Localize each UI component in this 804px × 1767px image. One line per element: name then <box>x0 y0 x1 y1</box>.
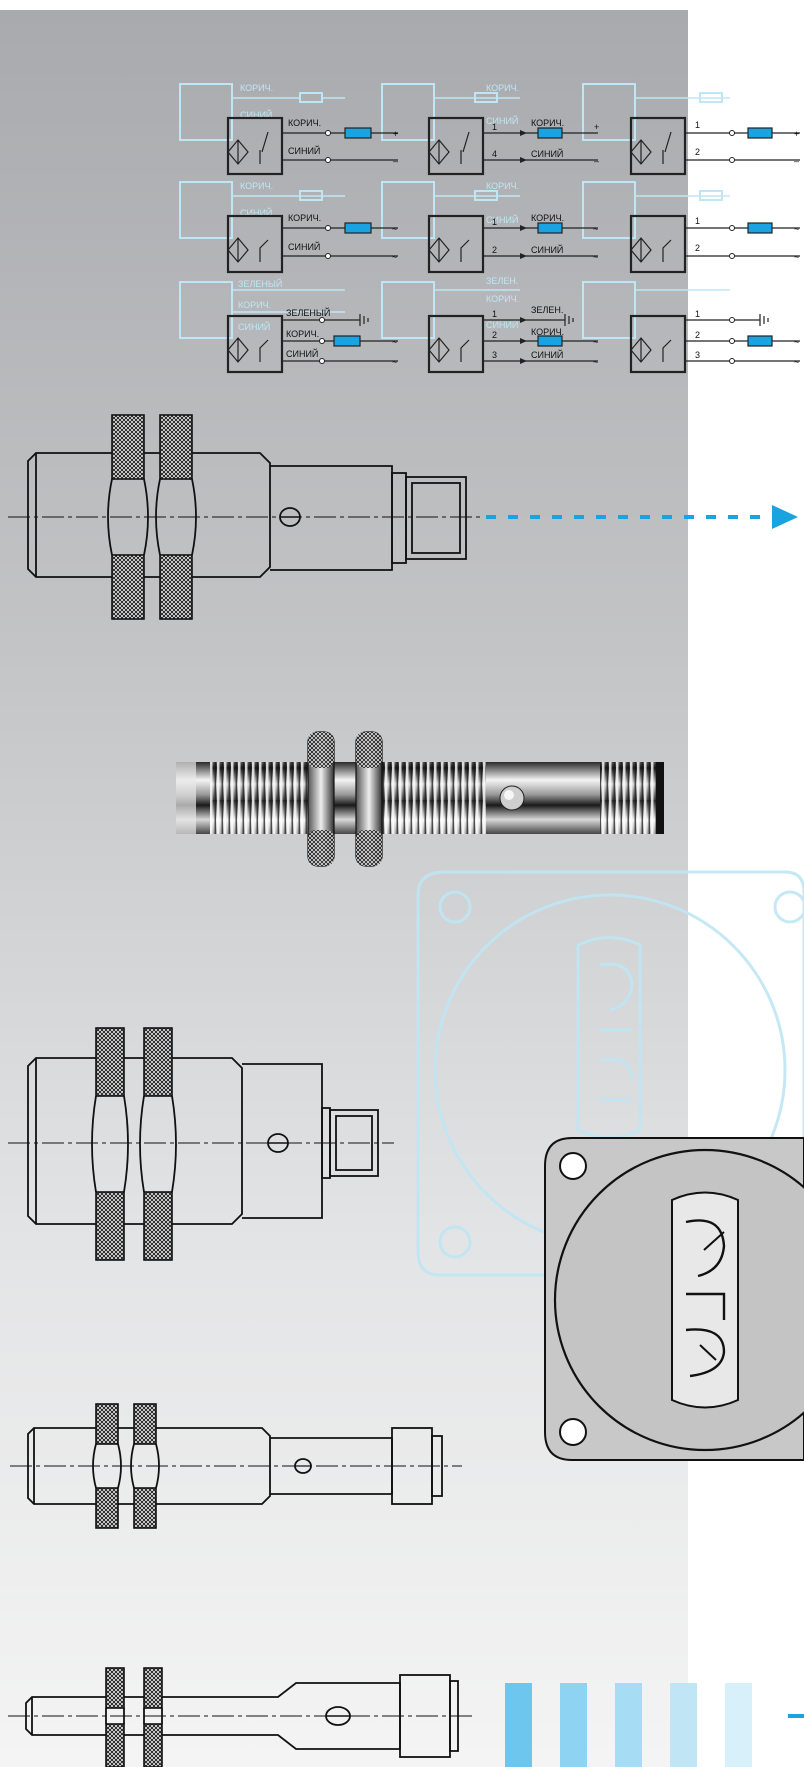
wire-label: СИНИЙ <box>531 244 563 255</box>
ghost-row-2: КОРИЧ. СИНИЙ КОРИЧ. СИНИЙ <box>179 181 730 239</box>
sensor-drawing-4 <box>8 1667 474 1767</box>
ghost-label: КОРИЧ. <box>486 294 519 304</box>
sign-label: + <box>594 122 599 132</box>
wire-label: КОРИЧ. <box>531 213 564 223</box>
ground-icon <box>359 314 369 326</box>
teko-logo-plate <box>544 1137 804 1461</box>
sensor-block <box>427 116 485 176</box>
sign-label: ~ <box>593 357 598 367</box>
ghost-label: КОРИЧ. <box>238 300 271 310</box>
sensor-block <box>226 116 284 176</box>
ghost-row-3: ЗЕЛЕНЫЙ КОРИЧ. СИНИЙ ЗЕЛЕН. КОРИЧ. СИНИЙ <box>179 276 730 339</box>
sign-label: ~ <box>593 252 598 262</box>
wire-label: КОРИЧ. <box>288 118 321 128</box>
sign-label: ~ <box>593 337 598 347</box>
pin-number: 1 <box>695 309 700 319</box>
teko-logo-icon <box>685 1219 726 1378</box>
proximity-sensor-icon <box>227 139 249 165</box>
sign-label: + <box>393 129 398 139</box>
load-resistor <box>344 127 372 139</box>
pin-number: 2 <box>492 245 497 255</box>
ghost-label: СИНИЙ <box>238 321 270 332</box>
wire-label: СИНИЙ <box>286 348 318 359</box>
sign-label: – <box>594 156 599 166</box>
wire-label: СИНИЙ <box>288 145 320 156</box>
pin-number: 2 <box>695 330 700 340</box>
sign-label: ~ <box>593 224 598 234</box>
wiring-diagrams: КОРИЧ. СИНИЙ КОРИЧ. СИНИЙ КОРИЧ. СИНИЙ К… <box>179 83 800 374</box>
ghost-label: КОРИЧ. <box>486 181 519 191</box>
sensor-drawing-3 <box>10 1403 462 1529</box>
pin-number: 3 <box>492 350 497 360</box>
wire-label: ЗЕЛЕН. <box>531 305 563 315</box>
sensor-block <box>629 116 687 176</box>
ghost-label: ЗЕЛЕН. <box>486 276 518 286</box>
ghost-label: СИНИЙ <box>240 207 272 218</box>
wire-label: ЗЕЛЕНЫЙ <box>286 307 330 318</box>
wire-label: СИНИЙ <box>288 241 320 252</box>
ghost-label: СИНИЙ <box>486 214 518 225</box>
sign-label: ~ <box>794 337 799 347</box>
wire-label: КОРИЧ. <box>531 118 564 128</box>
ghost-label: КОРИЧ. <box>240 181 273 191</box>
sign-label: ~ <box>392 252 397 262</box>
pin-number: 1 <box>492 309 497 319</box>
wiring-row-1: КОРИЧ. СИНИЙ + – 1 4 КОРИЧ. СИНИЙ + – <box>226 116 800 176</box>
sign-label: ~ <box>794 357 799 367</box>
sensor-drawing-1 <box>8 414 798 620</box>
blue-fade-bars <box>505 1683 804 1767</box>
wire-label: СИНИЙ <box>531 349 563 360</box>
sign-label: – <box>393 156 398 166</box>
ghost-row-1: КОРИЧ. СИНИЙ КОРИЧ. СИНИЙ <box>179 83 730 141</box>
pin-number: 1 <box>492 122 497 132</box>
wire-label: КОРИЧ. <box>286 329 319 339</box>
sign-label: ~ <box>392 357 397 367</box>
wiring-row-3: ЗЕЛЕНЫЙ КОРИЧ. СИНИЙ ~ ~ 1 2 3 ЗЕЛЕН. КО… <box>226 305 800 374</box>
wire-label: СИНИЙ <box>531 148 563 159</box>
pin-number: 2 <box>492 330 497 340</box>
sign-label: ~ <box>794 252 799 262</box>
sign-label: ~ <box>794 224 799 234</box>
sign-label: ~ <box>392 224 397 234</box>
sign-label: + <box>794 129 799 139</box>
pin-number: 2 <box>695 243 700 253</box>
ghost-label: СИНИЙ <box>486 115 518 126</box>
ghost-label: КОРИЧ. <box>240 83 273 93</box>
ghost-label: ЗЕЛЕНЫЙ <box>238 278 282 289</box>
wire-label: КОРИЧ. <box>531 327 564 337</box>
pin-number: 1 <box>492 217 497 227</box>
wiring-row-2: КОРИЧ. СИНИЙ ~ ~ 1 2 КОРИЧ. СИНИЙ ~ ~ <box>226 213 800 274</box>
ghost-label: СИНИЙ <box>240 109 272 120</box>
sign-label: – <box>794 156 799 166</box>
pin-number: 1 <box>695 120 700 130</box>
pin-number: 2 <box>695 147 700 157</box>
pin-number: 1 <box>695 216 700 226</box>
wire-label: КОРИЧ. <box>288 213 321 223</box>
switch-icon <box>259 131 269 164</box>
ghost-label: КОРИЧ. <box>486 83 519 93</box>
sign-label: ~ <box>392 337 397 347</box>
sensor-drawing-2 <box>8 1027 394 1261</box>
ghost-label: СИНИЙ <box>486 319 518 330</box>
sensor-photo-threaded <box>176 731 664 867</box>
pin-number: 4 <box>492 149 497 159</box>
pin-number: 3 <box>695 350 700 360</box>
arrow-right-icon <box>772 505 798 529</box>
gray-background-panel <box>0 10 688 1767</box>
